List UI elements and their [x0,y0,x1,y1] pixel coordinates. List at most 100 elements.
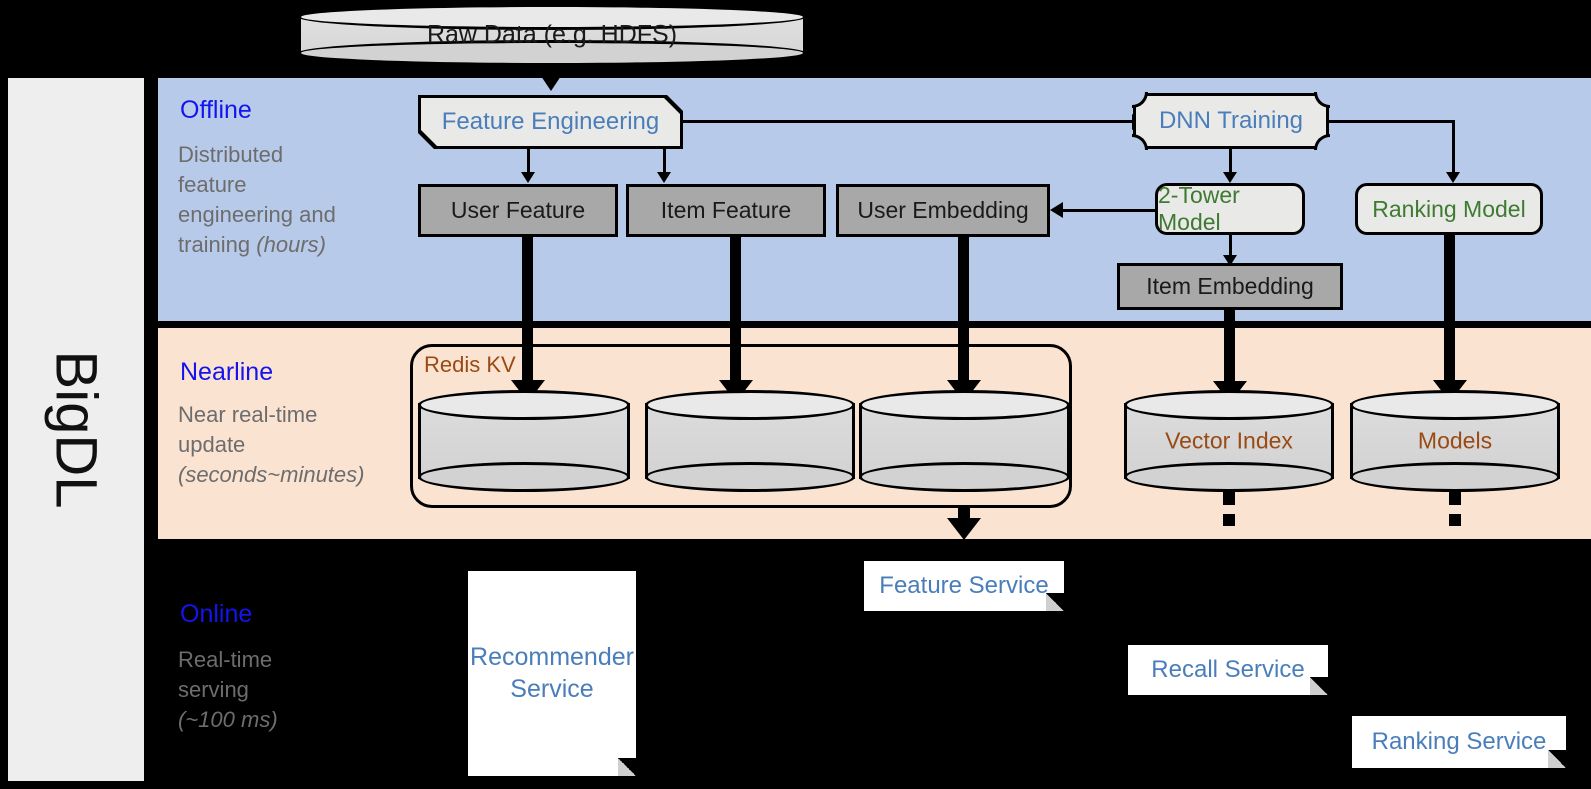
cylinder-bottom [645,462,855,492]
offline-subtitle-l2: feature [178,171,247,197]
feature-service-label: Feature Service [879,572,1049,599]
node-two-tower-model[interactable]: 2-Tower Model [1155,182,1305,235]
edge-redis-to-feature-service-arrowhead [947,518,981,540]
edge-rawdata-to-fe-arrowhead [541,76,561,91]
cylinder-top [645,390,855,420]
offline-subtitle-l4: training [178,231,257,257]
pipe-item-embedding-to-vector-index [1224,309,1235,387]
node-recommender-service[interactable]: Recommender Service [468,571,636,776]
online-subtitle: Real-time serving (~100 ms) [178,645,398,735]
recommender-service-label: Recommender Service [470,642,634,705]
vector-index-label: Vector Index [1165,427,1293,454]
edge-dnn-to-ranking-v [1452,120,1455,175]
node-dnn-training[interactable]: DNN Training [1136,96,1326,146]
pipe-user-feature-to-store [522,236,533,386]
pipe-item-feature-to-store [730,236,741,386]
cylinder-top [1124,390,1334,420]
item-feature-label: Item Feature [660,197,792,223]
feature-engineering-frame: Feature Engineering [418,95,683,149]
node-user-feature[interactable]: User Feature [418,184,618,237]
redis-kv-group [410,344,1072,508]
stub-models-b [1449,514,1461,526]
node-item-feature[interactable]: Item Feature [626,184,826,237]
edge-fe-to-item-feature [663,149,666,175]
recall-service-label: Recall Service [1151,656,1305,683]
cylinder-bottom [418,462,630,492]
node-feature-service[interactable]: Feature Service [864,561,1064,611]
store-user-feature [418,390,630,492]
offline-subtitle-emphasis: (hours) [256,231,326,257]
dnn-training-label: DNN Training [1158,107,1304,134]
node-item-embedding[interactable]: Item Embedding [1117,263,1343,310]
online-subtitle-l2: serving [178,676,249,702]
online-subtitle-emphasis: (~100 ms) [178,706,278,732]
cylinder-top [298,4,806,30]
cylinder-bottom [859,462,1070,492]
online-title: Online [180,600,253,628]
offline-subtitle-l1: Distributed [178,142,284,167]
recommender-service-label-l2: Service [510,674,594,703]
raw-data-label: Raw Data (e.g. HDFS) [426,20,678,49]
store-vector-index: Vector Index [1124,390,1334,492]
edge-rawdata-to-fe [550,66,553,80]
cylinder-top [859,390,1070,420]
stub-models-a [1449,491,1461,505]
edge-dnn-to-ranking-h [1326,120,1454,123]
cylinder-top [418,390,630,420]
edge-dnn-to-two-tower-arrowhead [1223,172,1237,183]
pipe-user-embedding-to-store [958,236,969,386]
cylinder-bottom [298,40,806,66]
online-subtitle-l1: Real-time [178,647,273,672]
nearline-subtitle-l2: update [178,431,246,457]
nearline-subtitle: Near real-time update (seconds~minutes) [178,400,408,490]
node-user-embedding[interactable]: User Embedding [836,184,1050,237]
edge-fe-to-user-feature [527,149,530,175]
user-embedding-label: User Embedding [857,197,1029,223]
stub-vector-index-b [1223,514,1235,526]
offline-title: Offline [180,96,252,124]
page-fold-icon [1548,750,1566,768]
node-recall-service[interactable]: Recall Service [1128,645,1328,695]
feature-engineering-label: Feature Engineering [441,108,660,135]
ranking-service-label: Ranking Service [1371,728,1547,755]
offline-subtitle: Distributed feature engineering and trai… [178,140,388,260]
models-label: Models [1417,427,1493,454]
edge-fe-to-dnn [683,120,1135,123]
edge-fe-to-user-feature-arrowhead [521,172,535,183]
store-user-embedding [859,390,1070,492]
page-fold-icon [1310,677,1328,695]
edge-fe-to-item-feature-arrowhead [657,172,671,183]
cylinder-top [1350,390,1560,420]
nearline-subtitle-emphasis: (seconds~minutes) [178,461,365,487]
nearline-subtitle-l1: Near real-time [178,402,318,427]
ranking-model-label: Ranking Model [1372,195,1526,222]
stub-vector-index-a [1223,491,1235,505]
recommender-service-label-l1: Recommender [470,643,634,672]
edge-two-tower-to-user-embedding-arrowhead [1050,202,1063,218]
bigdl-label: BigDL [43,350,109,509]
two-tower-model-label: 2-Tower Model [1158,182,1240,235]
dnn-notch-br [1314,134,1330,150]
item-embedding-label: Item Embedding [1146,273,1314,299]
nearline-title: Nearline [180,358,274,386]
node-feature-engineering[interactable]: Feature Engineering [421,98,680,146]
edge-dnn-to-ranking-arrowhead [1446,172,1460,183]
edge-two-tower-to-user-embedding [1063,209,1159,212]
bigdl-framework-rail: BigDL [8,78,144,781]
cylinder-bottom [1350,462,1560,492]
node-ranking-model[interactable]: Ranking Model [1355,183,1543,235]
user-feature-label: User Feature [450,197,586,223]
cylinder-bottom [1124,462,1334,492]
node-ranking-service[interactable]: Ranking Service [1352,716,1566,768]
redis-kv-label: Redis KV [424,352,516,377]
page-fold-icon [1046,593,1064,611]
page-fold-icon [618,758,636,776]
edge-dnn-to-two-tower [1229,149,1232,175]
offline-subtitle-l3: engineering and [178,201,336,227]
store-item-feature [645,390,855,492]
raw-data-store: Raw Data (e.g. HDFS) [298,4,806,66]
store-models: Models [1350,390,1560,492]
edge-two-tower-to-item-embedding-arrowhead [1223,255,1237,266]
dnn-training-frame: DNN Training [1132,92,1330,150]
